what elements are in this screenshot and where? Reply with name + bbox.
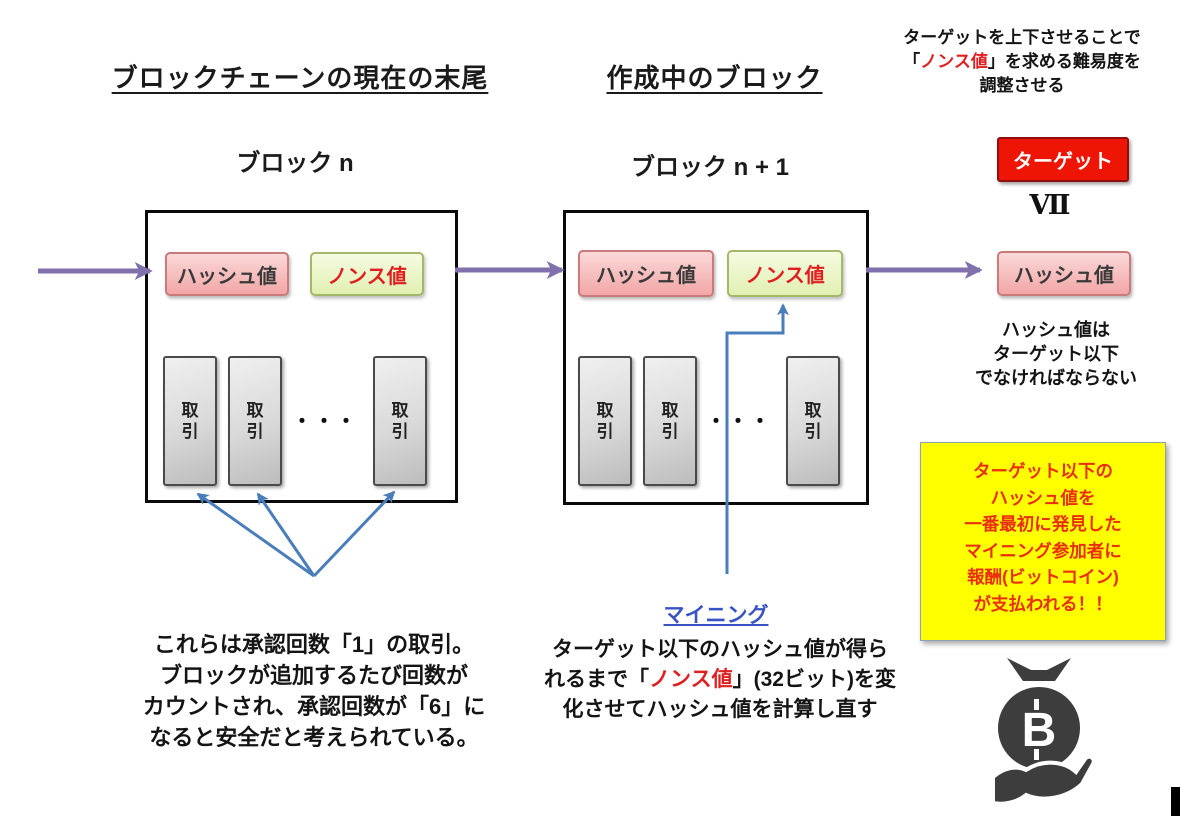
transaction-box: 取引 [228, 356, 282, 486]
ellipsis: ・・・ [292, 411, 358, 433]
nonce-value-box-block-n1: ノンス値 [727, 250, 843, 297]
bitcoin-symbol: B [1022, 699, 1057, 760]
difficulty-note: ターゲットを上下させることで 「ノンス値」を求める難易度を 調整させる [868, 26, 1176, 98]
transaction-box: 取引 [643, 356, 697, 486]
transaction-box: 取引 [786, 356, 840, 486]
heading-blockchain-tail: ブロックチェーンの現在の末尾 [111, 63, 489, 93]
nonce-highlight: ノンス値 [920, 52, 988, 71]
reward-note-box: ターゲット以下の ハッシュ値を 一番最初に発見した マイニング参加者に 報酬(ビ… [920, 442, 1166, 641]
confirmation-count-note: これらは承認回数「1」の取引。 ブロックが追加するたび回数が カウントされ、承認… [142, 632, 486, 750]
difficulty-note-line2: 「ノンス値」を求める難易度を [903, 52, 1141, 71]
transaction-box: 取引 [578, 356, 632, 486]
hash-value-box-block-n: ハッシュ値 [165, 252, 289, 296]
hash-condition-note: ハッシュ値は ターゲット以下 でなければならない [975, 320, 1137, 388]
bag-body [998, 687, 1080, 769]
hash-value-box-block-n1: ハッシュ値 [578, 250, 714, 297]
block-n-label: ブロック n [236, 150, 354, 177]
bag-knot [1007, 658, 1071, 681]
holding-hand [991, 754, 1095, 805]
nonce-value-box-block-n: ノンス値 [310, 252, 424, 296]
heading-block-in-progress: 作成中のブロック [606, 63, 823, 93]
mining-note: ターゲット以下のハッシュ値が得ら れるまで「ノンス値」(32ビット)を変 化させ… [544, 638, 896, 721]
ellipsis: ・・・ [706, 411, 772, 433]
tx-pointer-arrow [312, 490, 396, 578]
tx-pointer-arrow [256, 492, 316, 577]
difficulty-note-line1: ターゲットを上下させることで [903, 28, 1141, 47]
target-box: ターゲット [997, 137, 1129, 182]
mining-link[interactable]: マイニング [663, 604, 769, 627]
transaction-box: 取引 [163, 356, 217, 486]
roman-numeral-seven: Ⅶ [1029, 190, 1071, 221]
hash-value-box-output: ハッシュ値 [997, 251, 1131, 296]
nonce-highlight: ノンス値 [649, 668, 733, 691]
block-n-plus-1-label: ブロック n + 1 [630, 154, 790, 181]
svg-text:B: B [1022, 704, 1057, 757]
bitcoin-moneybag-icon: B [991, 658, 1095, 805]
difficulty-note-line3: 調整させる [979, 76, 1065, 95]
transaction-box: 取引 [373, 356, 427, 486]
screen-corner-artifact [1171, 787, 1180, 816]
tx-pointer-arrow [196, 492, 315, 578]
